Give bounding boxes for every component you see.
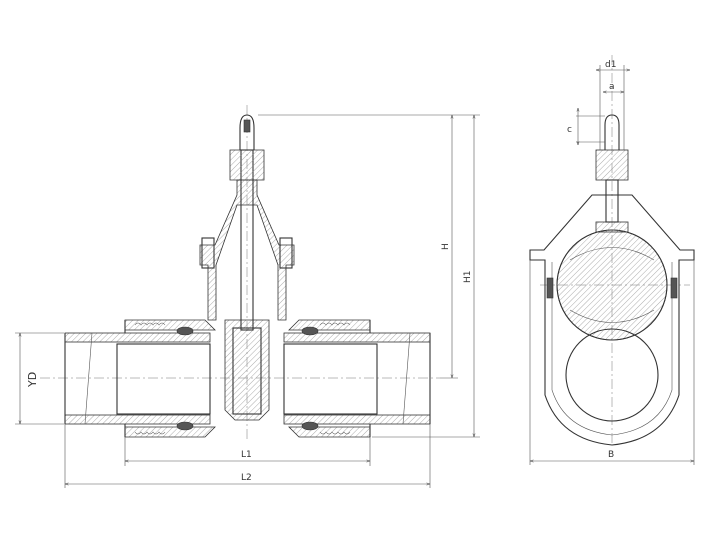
dimension-a-label: a: [609, 82, 615, 92]
dimension-yd-label: YD: [26, 372, 39, 388]
dimension-h1-label: H1: [463, 271, 473, 284]
pipe-left: [64, 332, 211, 425]
dimension-l2-label: L2: [241, 473, 252, 483]
dimension-b-label: B: [608, 450, 614, 460]
front-dimensions: H H1 YD L1 L2: [15, 114, 480, 488]
dimension-h-label: H: [441, 243, 451, 250]
front-view: [40, 105, 440, 440]
dimension-c-label: c: [567, 125, 572, 135]
side-dimensions: d1 a c B: [529, 60, 695, 465]
pipe-right: [283, 332, 431, 425]
side-view: [529, 55, 695, 446]
dimension-d1-label: d1: [605, 60, 616, 70]
dimension-l1-label: L1: [241, 450, 252, 460]
